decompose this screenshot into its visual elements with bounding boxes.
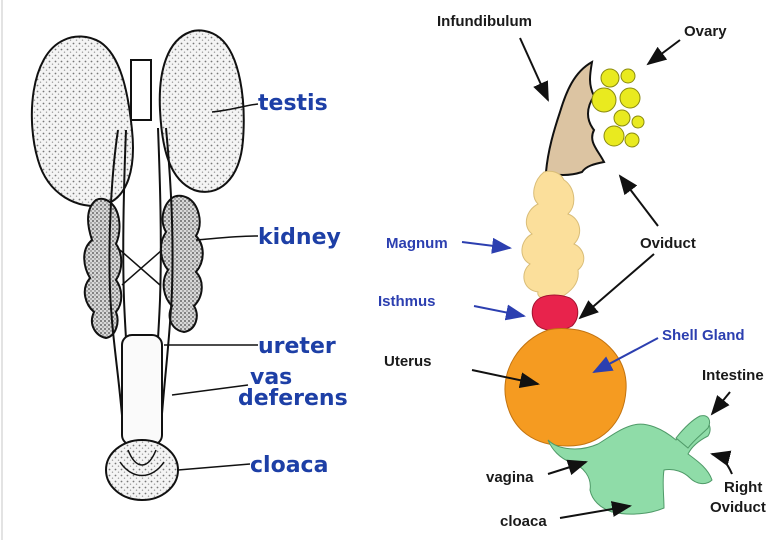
label-cloaca-female: cloaca xyxy=(500,513,547,530)
isthmus-shape xyxy=(532,295,578,331)
label-isthmus: Isthmus xyxy=(378,293,436,310)
left-kidney-shape xyxy=(84,199,121,338)
label-ovary: Ovary xyxy=(684,23,727,40)
label-shell-gland: Shell Gland xyxy=(662,327,745,344)
label-right: Right xyxy=(724,479,762,496)
cloaca-leader-line xyxy=(178,464,250,470)
label-deferens: deferens xyxy=(238,386,348,411)
uterus-shape xyxy=(505,329,626,447)
arrow-right-oviduct xyxy=(712,454,732,474)
right-kidney-shape xyxy=(161,196,203,332)
label-uterus: Uterus xyxy=(384,353,432,370)
arrow-intestine xyxy=(712,392,730,414)
rectum-tube xyxy=(122,335,162,445)
label-ureter: ureter xyxy=(258,334,336,359)
ovary-cluster xyxy=(592,69,644,147)
male-reproductive-panel: testis kidney ureter vas deferens cloaca xyxy=(2,0,348,540)
label-infundibulum: Infundibulum xyxy=(437,13,532,30)
arrow-ovary xyxy=(648,40,680,64)
label-vagina: vagina xyxy=(486,469,534,486)
kidney-crossing-vessels xyxy=(120,250,162,285)
arrow-oviduct-upper xyxy=(620,176,658,226)
female-reproductive-panel: Infundibulum Ovary Magnum Oviduct Isthmu… xyxy=(378,13,766,530)
central-vessel xyxy=(131,60,151,120)
magnum-shape xyxy=(522,171,584,299)
label-testis: testis xyxy=(258,91,328,116)
label-oviduct: Oviduct xyxy=(640,235,696,252)
right-testis-shape xyxy=(160,30,244,191)
vas-deferens-leader-line xyxy=(172,385,248,395)
label-intestine: Intestine xyxy=(702,367,764,384)
arrow-vagina xyxy=(548,462,586,474)
label-kidney: kidney xyxy=(258,225,341,250)
arrow-magnum xyxy=(462,242,510,248)
kidney-leader-line xyxy=(196,236,258,240)
arrow-isthmus xyxy=(474,306,524,316)
arrow-oviduct-lower xyxy=(580,254,654,318)
label-cloaca-male: cloaca xyxy=(250,453,328,478)
arrow-infundibulum xyxy=(520,38,548,100)
label-magnum: Magnum xyxy=(386,235,448,252)
infundibulum-shape xyxy=(546,62,604,175)
label-right-oviduct: Oviduct xyxy=(710,499,766,516)
left-testis-shape xyxy=(32,36,133,205)
cloaca-shape xyxy=(106,440,178,500)
